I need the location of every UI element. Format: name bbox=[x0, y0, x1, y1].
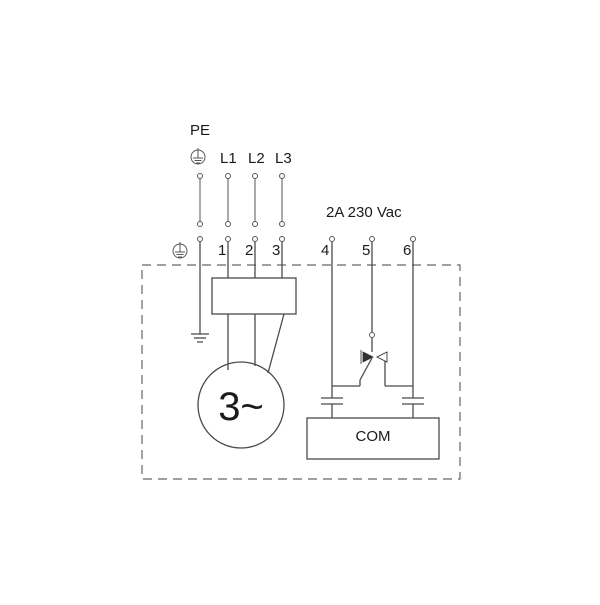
pe-earth-icon bbox=[190, 148, 206, 165]
line-label-l1: L1 bbox=[220, 150, 237, 167]
line-label-l2: L2 bbox=[248, 150, 265, 167]
terminal-number-2: 2 bbox=[245, 242, 253, 259]
device-enclosure bbox=[141, 264, 461, 480]
line-label-l3: L3 bbox=[275, 150, 292, 167]
device-terminal-row bbox=[197, 236, 416, 242]
com-label: COM bbox=[356, 428, 391, 445]
motor-label: 3~ bbox=[218, 385, 264, 429]
motor-symbol bbox=[197, 361, 285, 449]
device-earth-icon bbox=[172, 242, 188, 259]
terminal-number-4: 4 bbox=[321, 242, 329, 259]
terminal-number-6: 6 bbox=[403, 242, 411, 259]
pe-ground-wire bbox=[191, 242, 209, 343]
contact-arrow-icon bbox=[360, 350, 388, 364]
pe-label: PE bbox=[190, 122, 210, 139]
terminal-number-3: 3 bbox=[272, 242, 280, 259]
terminal-number-1: 1 bbox=[218, 242, 226, 259]
contact-rating: 2A 230 Vac bbox=[326, 204, 402, 221]
motor-control-box bbox=[211, 277, 297, 315]
supply-terminal-block bbox=[197, 173, 285, 227]
com-box bbox=[306, 417, 440, 460]
relay-contact-circuit bbox=[321, 242, 424, 418]
terminal-number-5: 5 bbox=[362, 242, 370, 259]
